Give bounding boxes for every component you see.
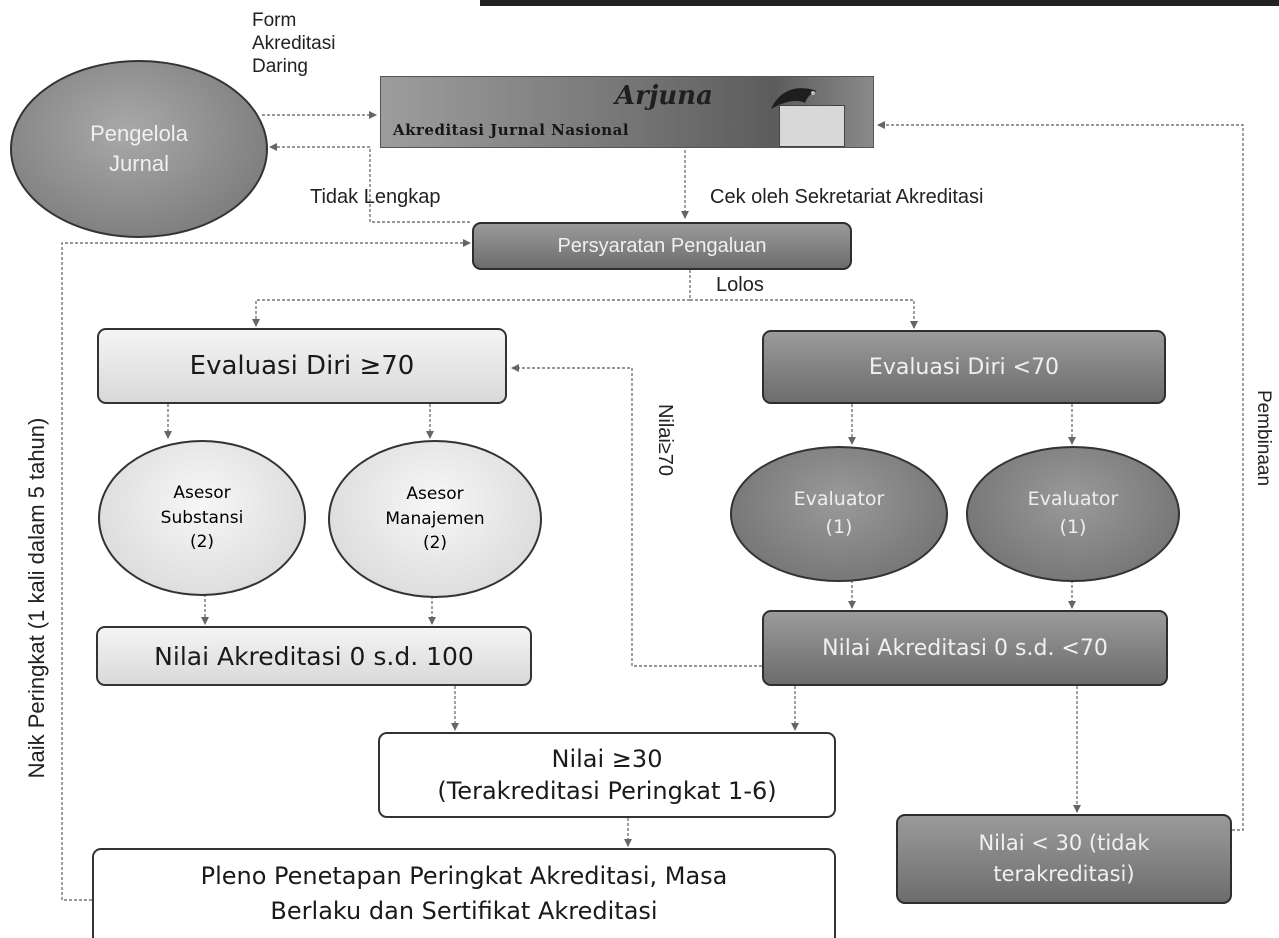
arrow-nilai-70-loop bbox=[511, 364, 762, 667]
naik-peringkat-label: Naik Peringkat (1 kali dalam 5 tahun) bbox=[24, 417, 49, 779]
nilai-akreditasi-70-node: Nilai Akreditasi 0 s.d. <70 bbox=[762, 610, 1168, 686]
pengelola-jurnal-node: Pengelola Jurnal bbox=[10, 60, 268, 238]
asesor-manajemen-node: Asesor Manajemen (2) bbox=[328, 440, 542, 598]
evaluasi-diri-high-node: Evaluasi Diri ≥70 bbox=[97, 328, 507, 404]
asesor-substansi-node: Asesor Substansi (2) bbox=[98, 440, 306, 596]
form-akreditasi-label: Form Akreditasi Daring bbox=[252, 10, 336, 77]
arjuna-logo-banner: Arjuna Akreditasi Jurnal Nasional bbox=[380, 76, 874, 148]
nilai-30-subtitle: (Terakreditasi Peringkat 1-6) bbox=[437, 777, 777, 805]
arrow-split-right bbox=[690, 299, 918, 329]
bird-emblem-icon bbox=[771, 88, 817, 109]
nilai-lt30-node: Nilai < 30 (tidak terakreditasi) bbox=[896, 814, 1232, 904]
tidak-lengkap-label: Tidak Lengkap bbox=[310, 186, 441, 208]
pembinaan-label: Pembinaan bbox=[1253, 389, 1274, 487]
nilai-akreditasi-100-node: Nilai Akreditasi 0 s.d. 100 bbox=[96, 626, 532, 686]
arrow-naik-peringkat-loop bbox=[61, 239, 471, 901]
nilai-70-label: Nilai≥70 bbox=[654, 403, 676, 477]
lolos-label: Lolos bbox=[716, 274, 764, 296]
logo-photo-emblem bbox=[779, 105, 845, 147]
cek-sekretariat-label: Cek oleh Sekretariat Akreditasi bbox=[710, 186, 984, 208]
arrow-split-left bbox=[252, 299, 690, 327]
evaluasi-diri-low-node: Evaluasi Diri <70 bbox=[762, 330, 1166, 404]
arrow-tidak-lengkap bbox=[269, 143, 470, 223]
arjuna-logo-subtitle: Akreditasi Jurnal Nasional bbox=[393, 121, 630, 139]
arrow-pembinaan-loop bbox=[877, 121, 1244, 831]
arjuna-logo-title: Arjuna bbox=[615, 81, 713, 111]
persyaratan-node: Persyaratan Pengaluan bbox=[472, 222, 852, 270]
evaluator-2-node: Evaluator (1) bbox=[966, 446, 1180, 582]
evaluator-1-node: Evaluator (1) bbox=[730, 446, 948, 582]
top-edge-band bbox=[480, 0, 1279, 6]
pleno-node: Pleno Penetapan Peringkat Akreditasi, Ma… bbox=[92, 848, 836, 938]
nilai-30-node: Nilai ≥30 (Terakreditasi Peringkat 1-6) bbox=[378, 732, 836, 818]
nilai-30-title: Nilai ≥30 bbox=[551, 744, 663, 773]
